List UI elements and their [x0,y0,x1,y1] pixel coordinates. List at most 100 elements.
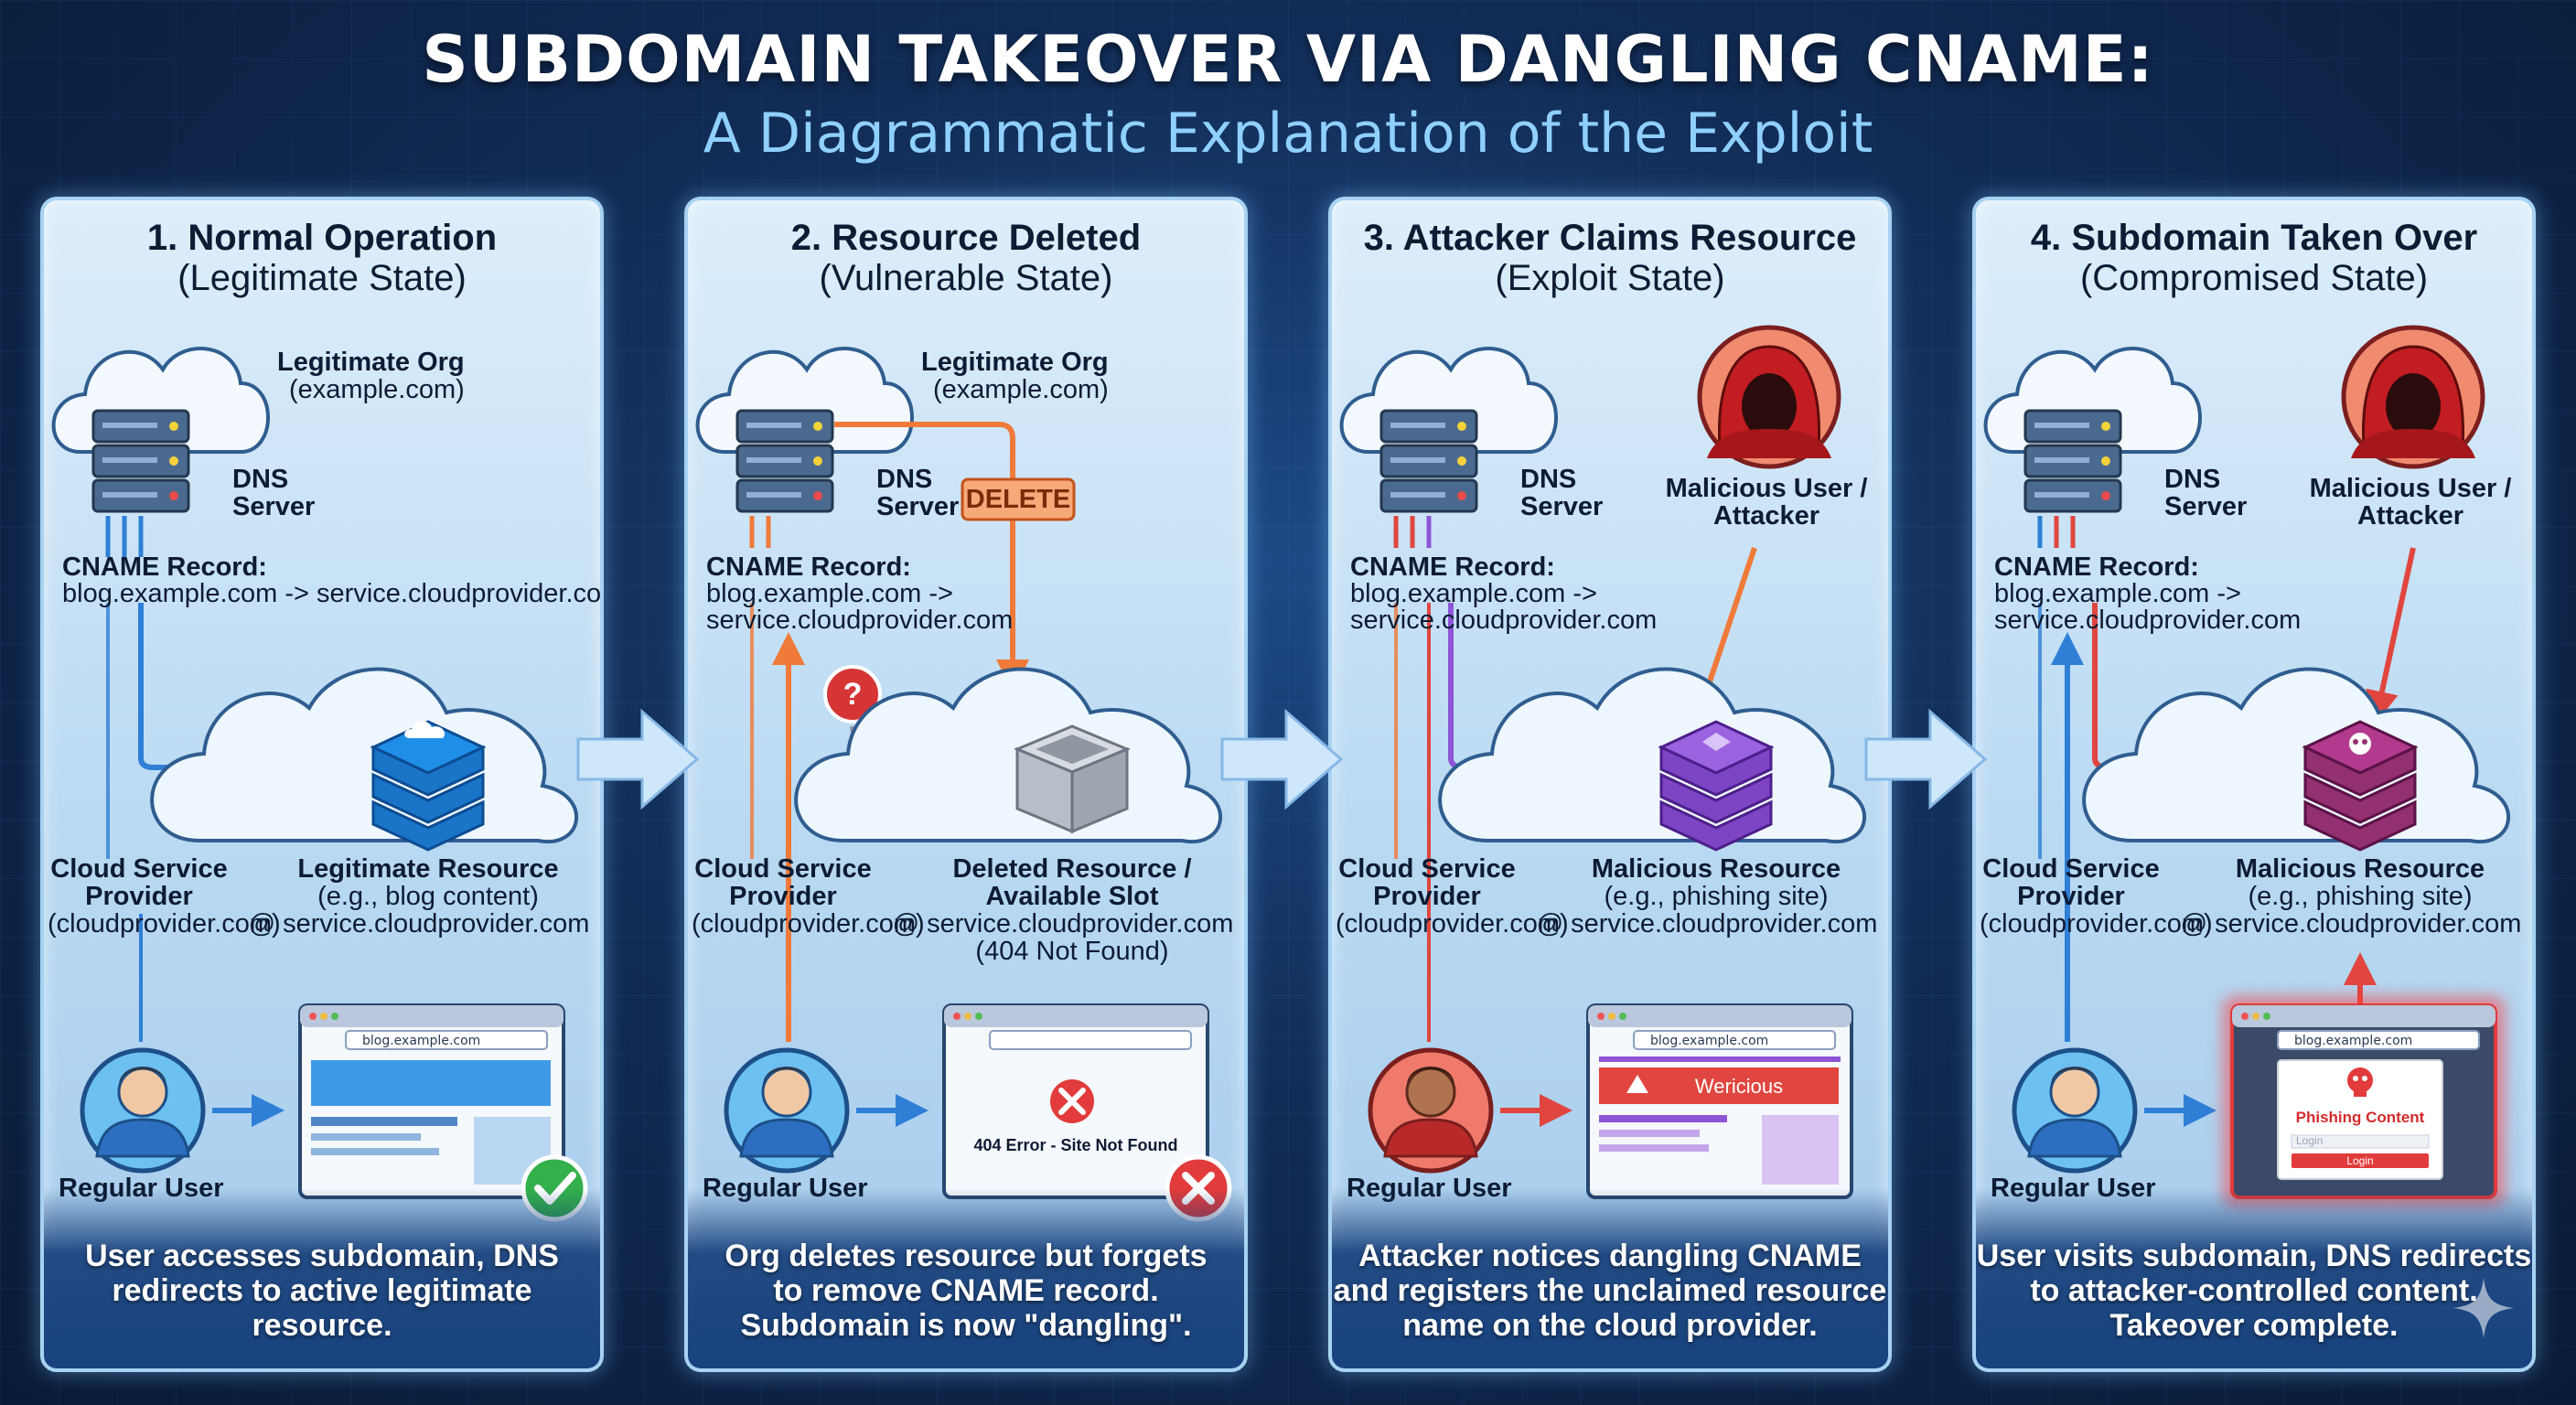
provider-label-1: Cloud Service [694,854,872,884]
provider-cloud-icon [2082,667,2511,844]
provider-label-2: Provider [1373,882,1481,911]
step-arrow-1-to-2 [576,708,700,810]
panel-3-graphics: blog.example.com [1339,325,1867,1199]
resource-label-2: (e.g., phishing site) [1604,882,1829,911]
malicious-resource-stack-icon [1658,720,1775,852]
dns-server-icon [91,409,190,513]
dns-to-resource-arrow [138,751,371,784]
provider-label-1: Cloud Service [1982,854,2160,884]
panel-1-description: User accesses subdomain, DNS redirects t… [44,1239,600,1343]
resource-label-1: Legitimate Resource [297,854,559,884]
regular-user-avatar [2012,1047,2138,1174]
resource-label-2: (e.g., blog content) [317,882,539,911]
desc-line: and registers the unclaimed resource [1333,1273,1887,1308]
provider-domain-label: (cloudprovider.com) [1336,909,1569,938]
phishing-login-field: Login [2296,1134,2324,1147]
browser-url: blog.example.com [362,1034,480,1048]
panel-resource-deleted: 2. Resource Deleted (Vulnerable State) L… [684,197,1248,1372]
provider-label-2: Provider [729,882,837,911]
provider-domain-label: (cloudprovider.com) [48,909,281,938]
delete-badge [961,477,1076,521]
server-label: Server [876,492,960,521]
panel-normal-operation: blog.example.com 1. Normal Operation (Le… [40,197,604,1372]
server-label: Server [1520,492,1604,521]
provider-domain-label: (cloudprovider.com) [1980,909,2213,938]
panel-2-desc-bg [688,1188,1244,1368]
desc-line: Org deletes resource but forgets [724,1239,1208,1273]
malicious-resource-stack-icon [2302,720,2419,852]
desc-line: User accesses subdomain, DNS [85,1239,559,1273]
diagram-subtitle: A Diagrammatic Explanation of the Exploi… [703,102,1873,166]
cname-record-label: CNAME Record: [62,552,267,582]
dns-label: DNS [2164,465,2221,494]
regular-user-avatar [80,1047,206,1174]
resource-label-1: Malicious Resource [2235,854,2485,884]
step-arrow-3-to-4 [1864,708,1988,810]
panel-attacker-claims: blog.example.com 3. Attacker Claims Reso… [1328,197,1892,1372]
browser-window: blog.example.com [2230,1003,2497,1199]
attacker-label-1: Malicious User / [1665,474,1868,503]
cname-record-value-2: service.cloudprovider.com [1350,606,1658,635]
resource-label-3: @ service.cloudprovider.com [2180,909,2522,938]
attacker-control-arrow [2366,547,2416,724]
panel-1-desc-bg [44,1188,600,1368]
panel-4-state: (Compromised State) [2079,258,2429,298]
org-name-label: Legitimate Org [277,348,465,377]
legit-resource-stack-icon [370,720,487,852]
provider-label-2: Provider [85,882,193,911]
panel-4-description: User visits subdomain, DNS redirects to … [1976,1239,2532,1343]
dns-label: DNS [232,465,289,494]
panel-3-desc-bg [1332,1188,1888,1368]
attacker-label-2: Attacker [2356,501,2464,531]
resource-label-4: (404 Not Found) [975,937,1169,966]
provider-label-1: Cloud Service [1338,854,1516,884]
panel-2-title: 2. Resource Deleted [790,218,1142,258]
delete-badge-label: DELETE [965,485,1071,514]
regular-user-avatar [724,1047,850,1174]
dns-server-icon [2023,409,2122,513]
sparkle-icon [2453,1278,2514,1338]
attacker-avatar [2341,325,2485,469]
dns-label: DNS [876,465,933,494]
panel-3-state: (Exploit State) [1495,258,1725,298]
cname-record-value-1: blog.example.com -> [1350,579,1597,608]
cname-record-value: blog.example.com -> service.cloudprovide… [62,579,604,608]
desc-line: to attacker-controlled content. [2030,1273,2478,1308]
provider-label-1: Cloud Service [50,854,228,884]
attacker-label-1: Malicious User / [2309,474,2512,503]
org-domain-label: (example.com) [933,375,1109,404]
provider-cloud-icon [1438,667,1867,844]
browser-window: blog.example.com [298,1003,565,1199]
empty-box-icon [1014,724,1131,834]
panel-2-state: (Vulnerable State) [819,258,1113,298]
diagram-title: SUBDOMAIN TAKEOVER VIA DANGLING CNAME: [422,22,2154,97]
desc-line: User visits subdomain, DNS redirects [1976,1239,2532,1273]
panel-4-graphics: blog.example.com [1983,325,2511,1207]
org-name-label: Legitimate Org [921,348,1109,377]
panel-1-state: (Legitimate State) [177,258,467,298]
panel-3-description: Attacker notices dangling CNAME and regi… [1332,1239,1888,1343]
panel-4-title: 4. Subdomain Taken Over [2030,218,2478,258]
phishing-content-title: Phishing Content [2295,1109,2425,1126]
provider-label-2: Provider [2017,882,2125,911]
dns-server-icon [735,409,834,513]
cname-record-value-2: service.cloudprovider.com [706,606,1014,635]
cname-record-value-1: blog.example.com -> [1994,579,2241,608]
desc-line: to remove CNAME record. [773,1273,1159,1308]
provider-cloud-icon [150,667,579,844]
error-message: 404 Error - Site Not Found [973,1136,1178,1154]
browser-window [942,1003,1209,1199]
warning-banner-text: Wericious [1694,1075,1784,1098]
cname-record-label: CNAME Record: [1350,552,1555,582]
resource-label-3: @ service.cloudprovider.com [892,909,1234,938]
panel-subdomain-taken-over: blog.example.com 4. Subdomain Taken Over… [1972,197,2536,1372]
cname-record-label: CNAME Record: [706,552,911,582]
regular-user-avatar [1368,1047,1494,1174]
server-label: Server [2164,492,2248,521]
resource-label-1: Malicious Resource [1591,854,1841,884]
resource-label-3: @ service.cloudprovider.com [248,909,590,938]
diagram-header: SUBDOMAIN TAKEOVER VIA DANGLING CNAME: A… [0,20,2576,168]
resource-label-2: Available Slot [985,882,1159,911]
org-domain-label: (example.com) [289,375,465,404]
cname-record-value-2: service.cloudprovider.com [1994,606,2302,635]
